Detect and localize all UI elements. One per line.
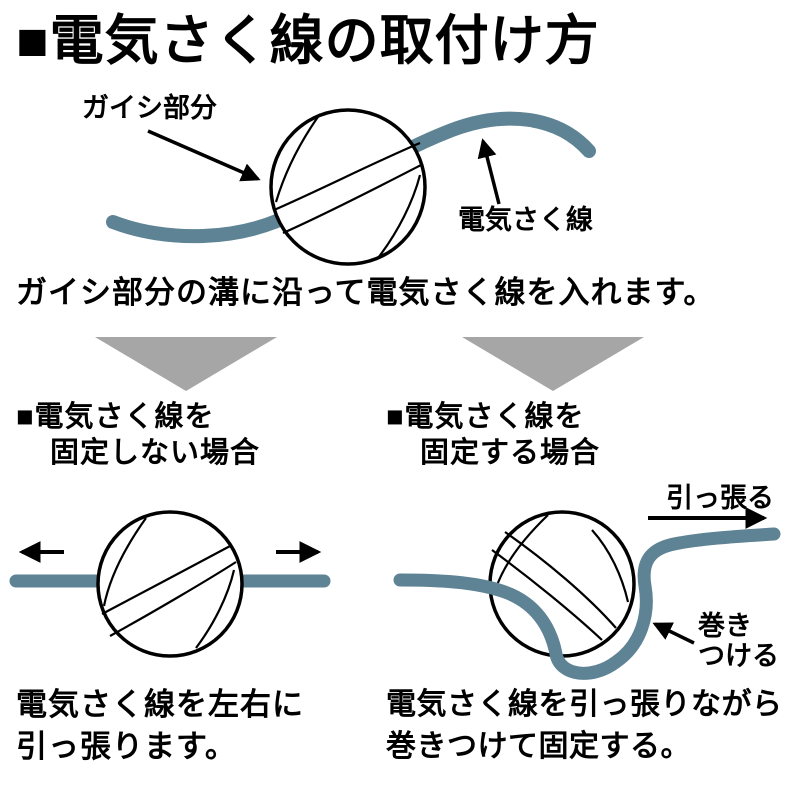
insulator-groove-lines-right [491,514,630,641]
left-diagram [9,510,331,658]
right-caption-line2: 巻きつけて固定する。 [386,730,691,763]
arrow-to-wire [477,138,501,205]
left-section-heading-line1: ■電気さく線を [16,401,215,433]
flow-triangle-left [95,337,277,391]
left-caption-line1: 電気さく線を左右に [16,687,304,722]
arrow-to-insulator [147,129,261,182]
top-diagram [106,108,596,266]
flow-triangle-right [462,337,644,391]
label-wrap-line2: つける [698,641,779,671]
label-insulator: ガイシ部分 [82,93,217,123]
right-caption-line1: 電気さく線を引っ張りながら [386,688,783,721]
insulator-circle-top [269,108,427,266]
label-wrap-line1: 巻き [698,611,752,641]
fence-wire-right-wrapped [393,527,781,680]
right-diagram [393,507,781,680]
left-section-heading-line2: 固定しない場合 [50,437,261,469]
label-pull: 引っ張る [666,483,774,513]
insulator-groove-lines-top [273,113,422,259]
page-title: ■電気さく線の取付け方 [16,11,600,71]
arrow-to-wrap [652,622,695,645]
insulator-circle-left [96,510,244,658]
right-section-heading-line2: 固定する場合 [420,437,601,469]
left-caption-line2: 引っ張ります。 [16,729,237,764]
label-fence-wire: 電気さく線 [458,205,593,235]
insulator-circle-right [488,510,636,658]
right-section-heading-line1: ■電気さく線を [386,401,585,433]
insulator-groove-lines-left [101,517,237,649]
top-caption: ガイシ部分の溝に沿って電気さく線を入れます。 [16,275,716,310]
